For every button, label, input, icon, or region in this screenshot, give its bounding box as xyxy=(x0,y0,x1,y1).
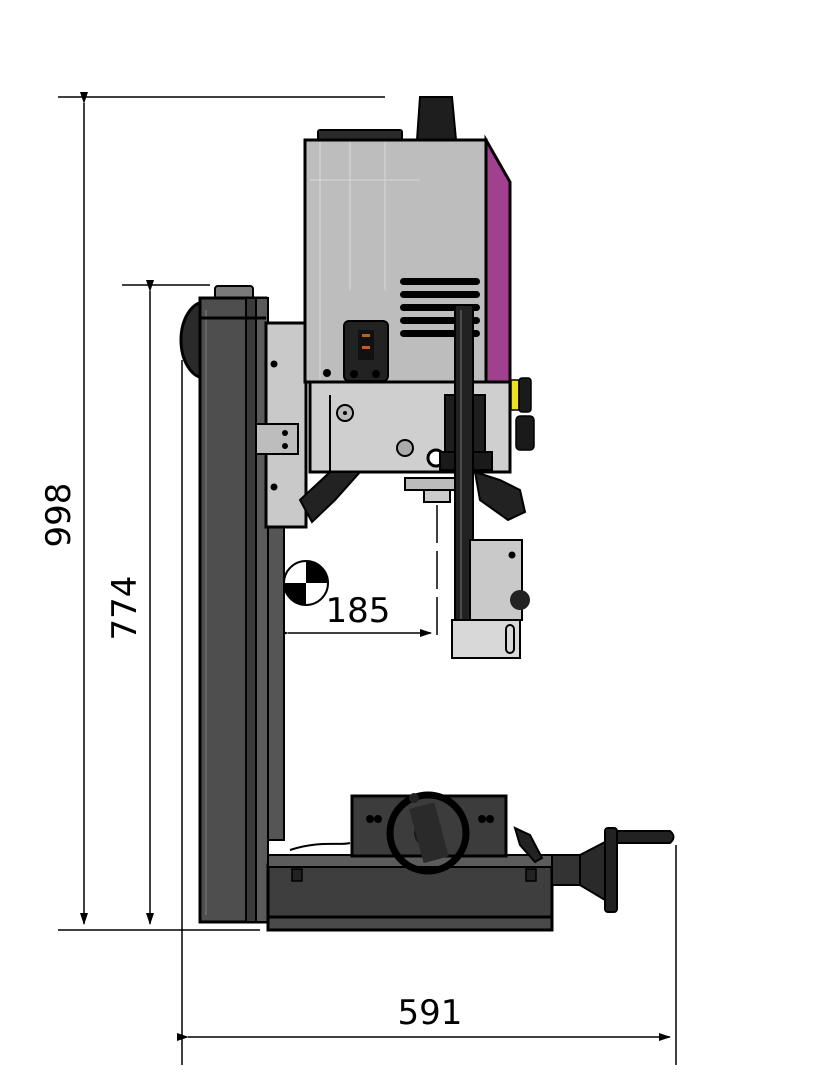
center-of-gravity-icon xyxy=(283,560,329,606)
feed-handle-right xyxy=(473,470,527,522)
power-switch-icon xyxy=(343,320,389,382)
dimension-throat-depth: 185 xyxy=(277,505,438,640)
machine-column xyxy=(179,285,285,924)
spindle-assembly xyxy=(451,304,530,659)
dimension-column-height: 774 xyxy=(105,280,210,925)
dimension-label-591: 591 xyxy=(398,993,463,1033)
motor-head xyxy=(303,96,512,384)
dimension-label-774: 774 xyxy=(105,576,145,641)
machine-base xyxy=(266,842,554,932)
gearbox xyxy=(298,377,535,524)
cross-table xyxy=(350,791,675,913)
handwheel-icon xyxy=(386,791,470,875)
guard-knob-icon xyxy=(510,590,530,610)
dimension-label-998: 998 xyxy=(39,483,79,548)
crank-wheel-icon xyxy=(604,827,618,913)
speed-knob-icon xyxy=(415,96,458,141)
crank-handle-icon xyxy=(616,830,675,844)
dimension-overall-height: 998 xyxy=(39,92,385,931)
feed-handle-left xyxy=(298,471,363,524)
head-carriage xyxy=(255,321,308,529)
dimension-label-185: 185 xyxy=(326,591,391,631)
dimension-overall-depth: 591 xyxy=(177,360,677,1065)
table-lock-lever xyxy=(513,826,544,864)
